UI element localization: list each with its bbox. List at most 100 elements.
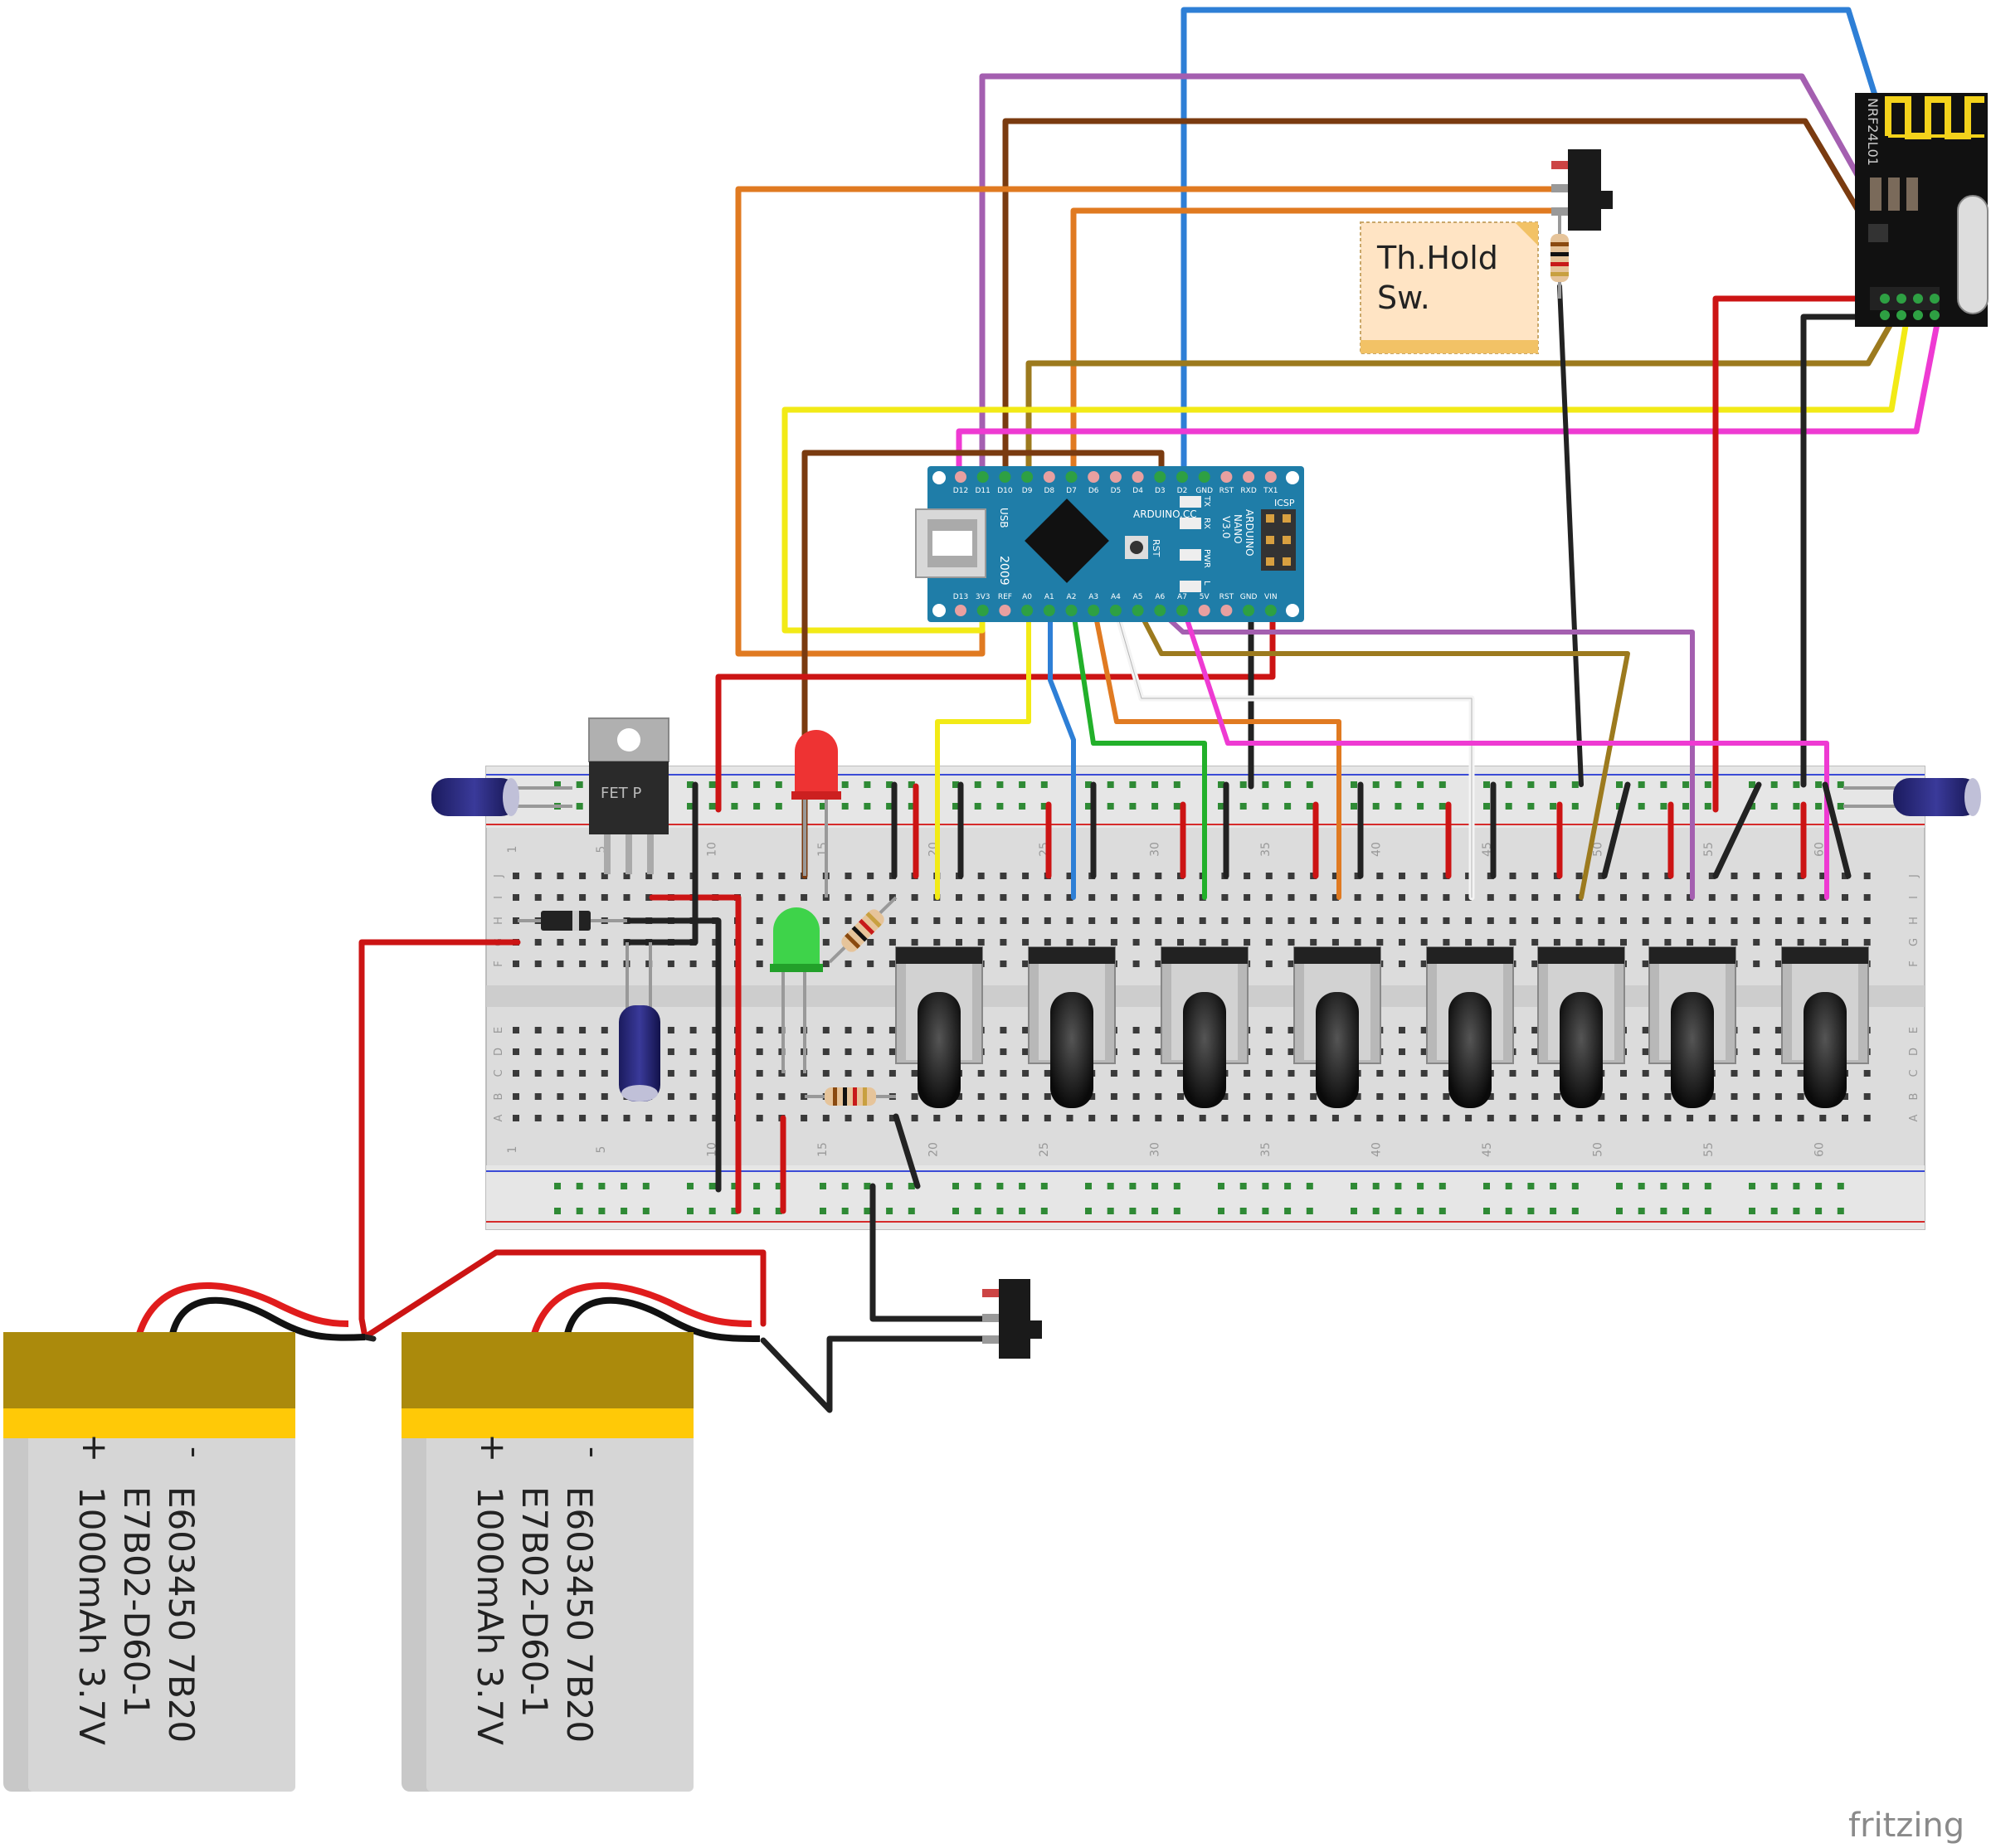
nano-pin bbox=[1043, 605, 1055, 616]
bb-hole bbox=[977, 1093, 985, 1100]
bb-hole bbox=[1044, 894, 1051, 901]
bb-row-letter: B bbox=[1908, 1093, 1920, 1101]
bb-hole bbox=[579, 873, 587, 879]
rail-hole bbox=[1660, 803, 1667, 810]
bb-hole bbox=[1265, 1027, 1273, 1033]
bb-hole bbox=[1774, 1048, 1782, 1055]
bb-hole bbox=[1132, 873, 1140, 879]
nano-pin bbox=[1065, 605, 1078, 616]
rail-hole bbox=[1372, 781, 1380, 788]
bb-hole bbox=[1708, 894, 1716, 901]
rail-hole bbox=[908, 803, 915, 810]
bb-hole bbox=[1553, 939, 1560, 946]
bb-hole bbox=[1420, 1070, 1428, 1077]
led-green bbox=[770, 907, 823, 1073]
rail-hole bbox=[775, 1208, 782, 1214]
usb-label: USB bbox=[998, 508, 1010, 528]
battery-2-minus: - bbox=[575, 1447, 611, 1458]
bb-hole bbox=[1399, 1048, 1405, 1055]
rail-hole bbox=[687, 1208, 694, 1214]
bb-column-number: 35 bbox=[1259, 842, 1273, 857]
bb-hole bbox=[1066, 917, 1073, 924]
bb-hole bbox=[1110, 1070, 1117, 1077]
bb-hole bbox=[1244, 1070, 1251, 1077]
bb-hole bbox=[888, 1027, 896, 1033]
bb-hole bbox=[1022, 1027, 1030, 1033]
bb-hole bbox=[845, 1027, 852, 1033]
bb-hole bbox=[1819, 873, 1827, 879]
bb-hole bbox=[1575, 1115, 1583, 1121]
bb-column-number: 10 bbox=[705, 1142, 718, 1157]
bb-hole bbox=[534, 873, 542, 879]
bb-hole bbox=[888, 960, 896, 967]
bb-hole bbox=[911, 1115, 918, 1121]
bb-hole bbox=[1177, 1115, 1184, 1121]
bb-hole bbox=[1774, 1093, 1782, 1100]
rail-hole bbox=[1395, 781, 1402, 788]
bb-hole bbox=[1265, 1115, 1273, 1121]
rail-hole bbox=[1616, 1208, 1623, 1214]
nano-pin bbox=[1043, 471, 1055, 483]
bb-column-number: 60 bbox=[1813, 1142, 1826, 1157]
rail-hole bbox=[1239, 781, 1247, 788]
capacitor-center bbox=[619, 942, 660, 1102]
bb-hole bbox=[1753, 1070, 1760, 1077]
rail-hole bbox=[908, 781, 915, 788]
rail-hole bbox=[1262, 803, 1269, 810]
bb-hole bbox=[1132, 917, 1140, 924]
bb-hole bbox=[1022, 939, 1030, 946]
bb-hole bbox=[911, 939, 918, 946]
bb-hole bbox=[1265, 939, 1273, 946]
bb-hole bbox=[1399, 917, 1405, 924]
bb-hole bbox=[1642, 960, 1649, 967]
potentiometer bbox=[1293, 946, 1381, 1108]
battery-1-minus: - bbox=[177, 1447, 213, 1458]
bb-hole bbox=[1509, 873, 1516, 879]
bb-hole bbox=[1531, 960, 1539, 967]
bb-hole bbox=[1753, 1048, 1760, 1055]
bb-hole bbox=[867, 1048, 874, 1055]
bb-hole bbox=[845, 960, 852, 967]
rail-hole bbox=[1040, 1208, 1048, 1214]
bb-hole bbox=[1000, 894, 1007, 901]
bb-hole bbox=[667, 1027, 674, 1033]
rail-hole bbox=[1749, 803, 1755, 810]
rail-hole bbox=[1040, 781, 1048, 788]
bb-hole bbox=[1509, 894, 1516, 901]
bb-hole bbox=[1155, 894, 1162, 901]
bb-hole bbox=[1531, 1093, 1539, 1100]
rail-hole bbox=[1616, 1183, 1623, 1189]
nano-pin bbox=[1220, 471, 1233, 483]
bb-hole bbox=[888, 1070, 896, 1077]
rail-hole bbox=[1284, 1208, 1292, 1214]
bb-hole bbox=[1797, 1093, 1804, 1100]
bb-hole bbox=[1132, 1048, 1140, 1055]
bb-hole bbox=[1443, 894, 1450, 901]
nano-pin-label: A3 bbox=[1088, 593, 1098, 601]
bb-hole bbox=[756, 1048, 763, 1055]
bb-hole bbox=[1420, 1115, 1428, 1121]
bb-hole bbox=[1177, 1070, 1184, 1077]
bb-hole bbox=[1066, 873, 1073, 879]
wire-black-switch bbox=[760, 1335, 991, 1413]
led-label-l: L bbox=[1202, 581, 1211, 586]
nano-pin-label: D3 bbox=[1155, 487, 1166, 495]
note-line-1: Th.Hold bbox=[1376, 240, 1498, 276]
wire-red-regulator bbox=[649, 894, 742, 1214]
bb-hole bbox=[977, 894, 985, 901]
bb-hole bbox=[1687, 939, 1694, 946]
bb-hole bbox=[667, 873, 674, 879]
bb-hole bbox=[756, 939, 763, 946]
bb-hole bbox=[1753, 873, 1760, 879]
bb-hole bbox=[1110, 939, 1117, 946]
bb-hole bbox=[977, 1070, 985, 1077]
bb-hole bbox=[1531, 917, 1539, 924]
nano-pin-label: D5 bbox=[1111, 487, 1122, 495]
rail-hole bbox=[1571, 1183, 1579, 1189]
bb-hole bbox=[933, 1115, 941, 1121]
nano-pin-label: A5 bbox=[1133, 593, 1143, 601]
bb-hole bbox=[1376, 873, 1384, 879]
bb-hole bbox=[845, 873, 852, 879]
